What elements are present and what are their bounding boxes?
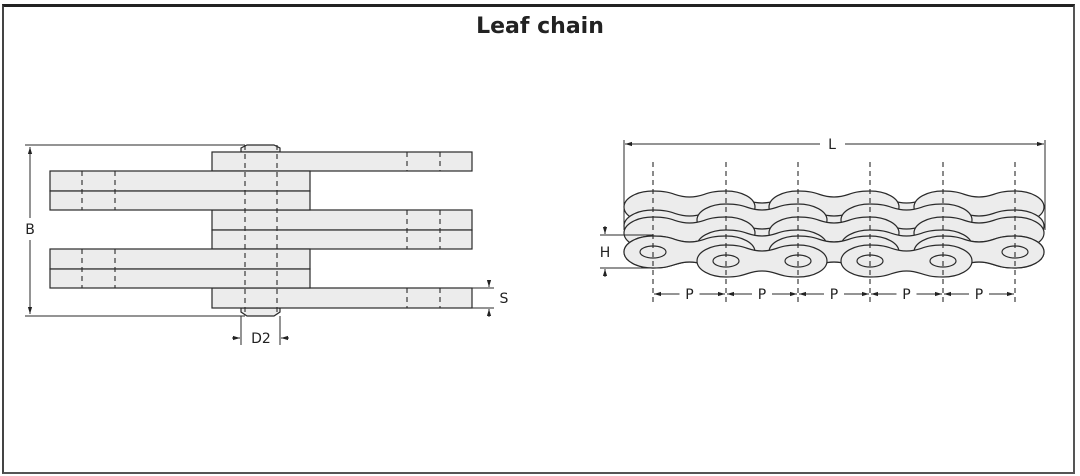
hole-hidden-lines (81, 152, 441, 308)
label-d2: D2 (251, 331, 271, 347)
pin-head-top (240, 144, 281, 153)
outer-plate (211, 287, 473, 309)
diagram-frame (2, 4, 1075, 474)
label-p: P (975, 287, 983, 303)
chain-link-plate (840, 244, 973, 278)
label-s: S (500, 291, 509, 307)
inner-plate (49, 248, 311, 270)
inner-plate (49, 170, 311, 192)
label-b: B (25, 222, 35, 238)
label-p: P (758, 287, 766, 303)
inner-plate (49, 268, 311, 289)
pin-head-bottom (240, 307, 281, 317)
label-h: H (600, 245, 611, 261)
front-view (623, 162, 1045, 302)
outer-plate (211, 229, 473, 250)
label-p: P (902, 287, 910, 303)
inner-plate (49, 190, 311, 211)
label-l: L (828, 137, 836, 153)
side-view: B S D2 (25, 144, 509, 347)
outer-plate (211, 151, 473, 172)
chain-link-plate (696, 244, 828, 278)
label-p: P (830, 287, 838, 303)
diagram-title: Leaf chain (476, 14, 604, 39)
label-p: P (685, 287, 693, 303)
outer-plate (211, 209, 473, 231)
